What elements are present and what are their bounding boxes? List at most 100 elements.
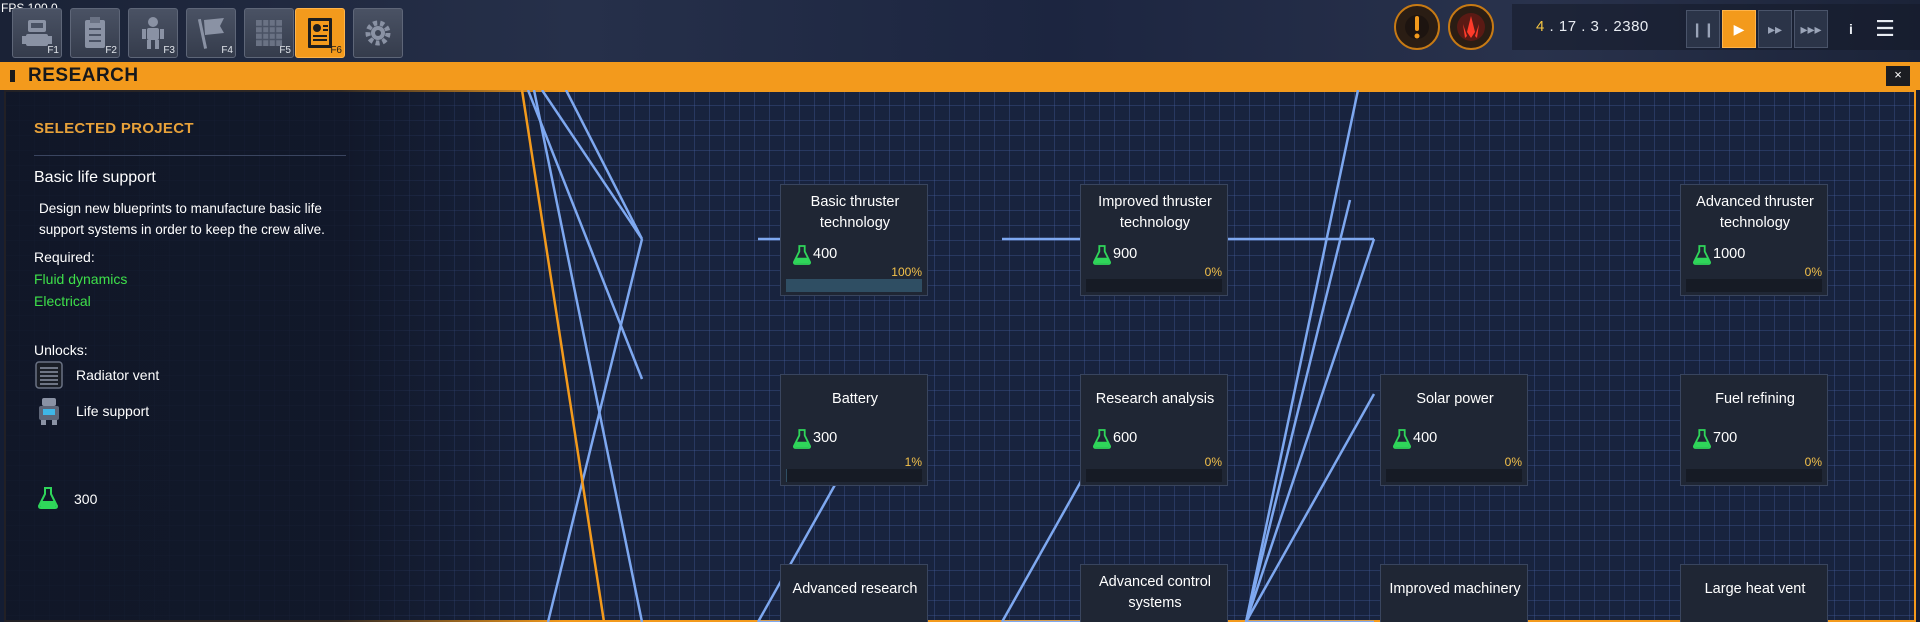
window-title: RESEARCH (28, 65, 139, 86)
research-node-research-analysis[interactable]: Research analysis 600 0% (1080, 374, 1228, 486)
unlocks-label: Unlocks: (34, 342, 88, 358)
connector-line (1244, 238, 1376, 622)
divider (34, 155, 346, 156)
flask-icon (1093, 429, 1111, 449)
connector-line (564, 90, 644, 240)
node-progress-label: 100% (891, 265, 922, 279)
progress-fill (786, 279, 922, 292)
flag-icon (197, 18, 224, 49)
header-marker (10, 70, 15, 82)
robot-tab-button[interactable]: F1 (12, 8, 62, 58)
main-menu-button[interactable]: ☰ (1868, 10, 1902, 48)
node-title: Research analysis (1095, 391, 1215, 407)
fastest-forward-icon: ▸▸▸ (1800, 20, 1822, 37)
robot-icon (22, 20, 52, 46)
project-cost: 300 (37, 487, 97, 514)
research-node-improved-machinery[interactable]: Improved machinery (1380, 564, 1528, 622)
exclamation-alert-icon (1405, 15, 1429, 39)
research-node-advanced-research[interactable]: Advanced research (780, 564, 928, 622)
build-tab-button[interactable]: F5 (244, 8, 294, 58)
selected-project-heading: SELECTED PROJECT (34, 120, 194, 137)
flask-icon (1693, 429, 1711, 449)
info-icon: i (1849, 21, 1853, 37)
node-title: Advanced research (792, 581, 918, 597)
date-day: 4 (1536, 18, 1545, 35)
radiator-vent-icon (35, 361, 63, 389)
node-progress-label: 0% (1804, 455, 1822, 469)
progress-bar (1086, 469, 1222, 482)
node-progress-label: 0% (1504, 455, 1522, 469)
unlock-name: Life support (76, 403, 150, 419)
node-cost: 400 (1413, 430, 1438, 446)
research-tree-panel[interactable]: SELECTED PROJECT Basic life support Desi… (4, 90, 1916, 622)
node-progress-label: 1% (904, 455, 922, 469)
hotkey-label: F6 (330, 45, 342, 56)
research-node-fuel-refining[interactable]: Fuel refining 700 0% (1680, 374, 1828, 486)
missions-tab-button[interactable]: F4 (186, 8, 236, 58)
flask-icon (1093, 245, 1111, 265)
node-title: Battery (832, 391, 878, 407)
research-node-large-heat-vent[interactable]: Large heat vent (1680, 564, 1828, 622)
research-node-battery[interactable]: Battery 300 1% (780, 374, 928, 486)
life-support-icon (39, 398, 59, 425)
progress-bar (1686, 279, 1822, 292)
unlock-name: Radiator vent (76, 367, 160, 383)
hamburger-icon: ☰ (1875, 16, 1895, 41)
node-cost: 400 (813, 246, 838, 262)
node-cost: 700 (1713, 430, 1738, 446)
flask-icon (793, 245, 811, 265)
side-panel-backdrop (4, 90, 564, 622)
connector-line (1244, 393, 1376, 622)
play-icon: ▶ (1733, 20, 1745, 37)
progress-bar (786, 279, 922, 292)
flask-icon (793, 429, 811, 449)
info-button[interactable]: i (1834, 10, 1868, 48)
connector-line (1244, 199, 1352, 622)
node-progress-label: 0% (1204, 455, 1222, 469)
flask-icon (1693, 245, 1711, 265)
jobs-tab-button[interactable]: F2 (70, 8, 120, 58)
connector-line-selected (520, 90, 606, 622)
hotkey-label: F4 (221, 45, 233, 56)
node-title: Solar power (1416, 391, 1494, 407)
node-title: Improved machinery (1389, 581, 1521, 597)
game-date: 4 . 17 . 3 . 2380 (1536, 18, 1649, 35)
play-button[interactable]: ▶ (1722, 10, 1756, 48)
research-tab-button[interactable]: F6 (295, 8, 345, 58)
pause-button[interactable]: ❙❙ (1686, 10, 1720, 48)
research-node-solar-power[interactable]: Solar power 400 0% (1380, 374, 1528, 486)
crew-tab-button[interactable]: F3 (128, 8, 178, 58)
research-connectors (520, 90, 1376, 622)
date-panel: 4 . 17 . 3 . 2380 ❙❙ ▶ ▸▸ ▸▸▸ i ☰ (1512, 4, 1920, 50)
fast-forward-button[interactable]: ▸▸ (1758, 10, 1792, 48)
project-name: Basic life support (34, 169, 156, 186)
alert-button[interactable] (1394, 4, 1440, 50)
node-cost: 900 (1113, 246, 1138, 262)
flask-icon (1393, 429, 1411, 449)
settings-tab-button[interactable] (353, 8, 403, 58)
node-cost: 300 (813, 430, 838, 446)
crew-figure-icon (142, 17, 164, 49)
hotkey-label: F5 (279, 45, 291, 56)
gear-icon (365, 20, 391, 46)
fast-forward-icon: ▸▸ (1767, 20, 1783, 37)
close-button[interactable]: × (1886, 66, 1910, 86)
node-progress-label: 0% (1204, 265, 1222, 279)
date-rest: . 17 . 3 . 2380 (1544, 18, 1649, 35)
research-window-header: RESEARCH (0, 62, 1920, 90)
required-item: Electrical (34, 293, 91, 309)
top-bar: FPS 100.0 F1 F2 F3 F4 (0, 0, 1920, 62)
hotkey-label: F2 (105, 45, 117, 56)
fastest-forward-button[interactable]: ▸▸▸ (1794, 10, 1828, 48)
progress-bar (1686, 469, 1822, 482)
hostile-alert-button[interactable] (1448, 4, 1494, 50)
connector-line (540, 90, 644, 240)
